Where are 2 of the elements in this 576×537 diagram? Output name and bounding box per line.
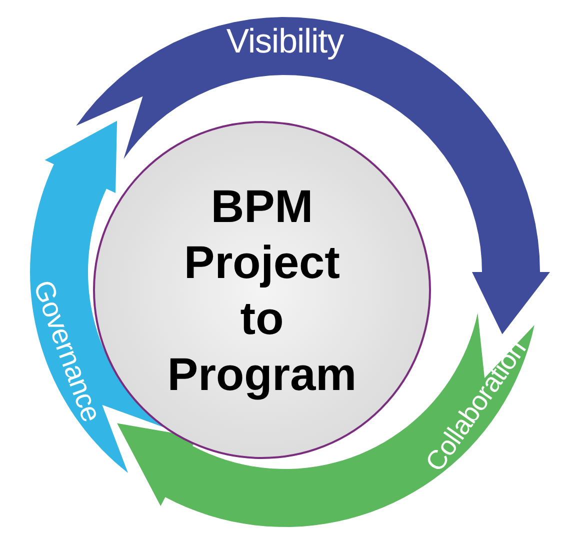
center-title: BPM Project to Program <box>166 179 358 402</box>
stage-label: Visibility <box>226 22 344 62</box>
